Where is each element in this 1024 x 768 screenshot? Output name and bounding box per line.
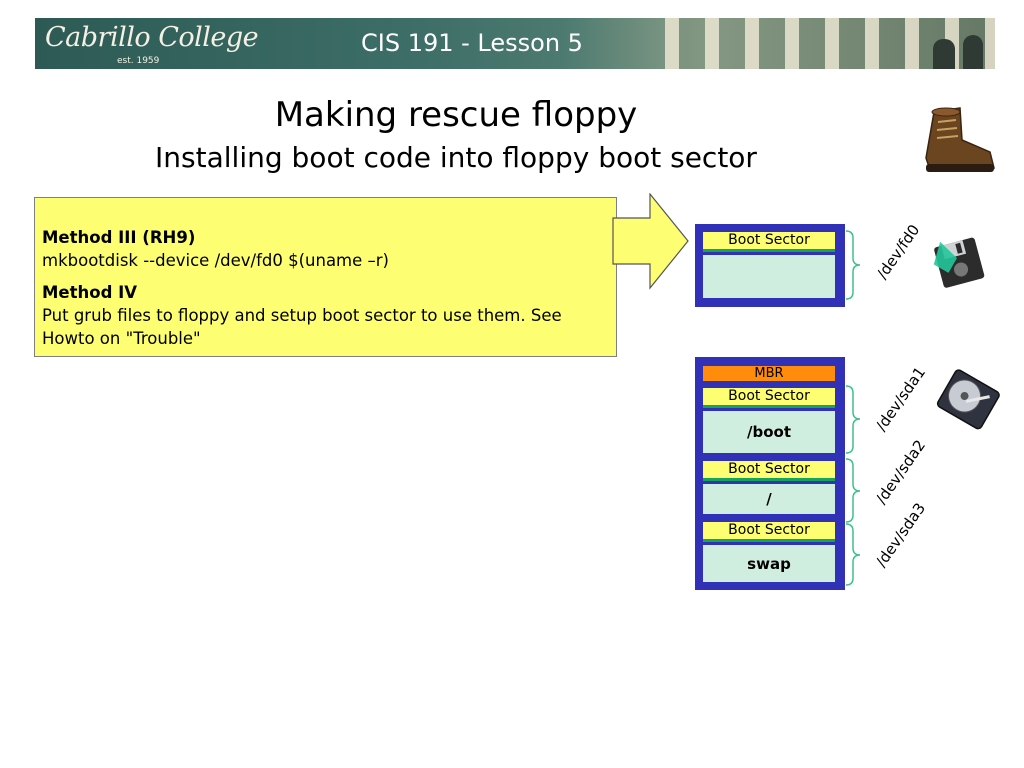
floppy-data-area xyxy=(703,255,835,298)
mbr-segment: MBR xyxy=(703,366,835,381)
method4-heading: Method IV xyxy=(42,283,138,302)
sda2-brace xyxy=(845,458,861,523)
college-logo: Cabrillo College xyxy=(45,22,259,53)
sda2-boot-sector: Boot Sector xyxy=(703,461,835,481)
method3-heading: Method III (RH9) xyxy=(42,228,196,247)
sda1-boot-sector: Boot Sector xyxy=(703,388,835,408)
fd0-brace xyxy=(845,230,861,300)
floppy-disk-diagram: Boot Sector xyxy=(695,224,845,307)
slide-title: Making rescue floppy xyxy=(274,95,638,135)
hard-drive-icon xyxy=(936,369,1000,430)
slide-subtitle: Installing boot code into floppy boot se… xyxy=(155,141,757,174)
boot-icon xyxy=(925,107,995,172)
floppy-disk-icon xyxy=(933,237,985,288)
sda3-boot-sector: Boot Sector xyxy=(703,522,835,542)
pointer-arrow xyxy=(612,193,689,290)
sda3-brace xyxy=(845,523,861,586)
method4-text: Put grub files to floppy and setup boot … xyxy=(42,306,562,348)
sda2-data: / xyxy=(703,484,835,514)
header-banner: Cabrillo College est. 1959 CIS 191 - Les… xyxy=(35,18,995,69)
sda1-brace xyxy=(845,385,861,454)
course-title: CIS 191 - Lesson 5 xyxy=(361,29,583,57)
sda3-data: swap xyxy=(703,545,835,582)
banner-photo xyxy=(665,18,995,69)
hard-disk-diagram: MBR Boot Sector /boot Boot Sector / Boot… xyxy=(695,357,845,590)
sda1-data: /boot xyxy=(703,411,835,453)
method3-text: mkbootdisk --device /dev/fd0 $(uname –r) xyxy=(42,251,389,270)
floppy-boot-sector: Boot Sector xyxy=(703,232,835,252)
college-logo-est: est. 1959 xyxy=(117,56,160,66)
methods-note: Method III (RH9) mkbootdisk --device /de… xyxy=(34,197,617,357)
